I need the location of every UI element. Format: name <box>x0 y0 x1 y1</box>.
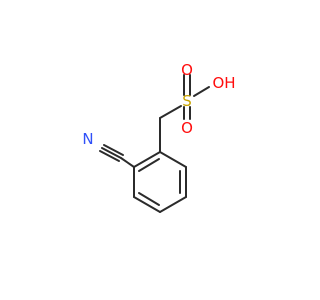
ring-bond-1 <box>159 151 187 168</box>
ring-bond-3 <box>159 196 187 213</box>
ring-cn-bond <box>120 157 135 168</box>
cn-triple-2 <box>99 150 120 162</box>
ch2-sulfur-bond <box>159 105 182 119</box>
ring-bond-6 <box>133 151 161 168</box>
molecule-structure: N S O O OH <box>82 61 236 213</box>
hydroxyl-label: OH <box>212 74 235 92</box>
cn-triple-1 <box>101 147 122 159</box>
structure-canvas: N S O O OH <box>82 61 236 213</box>
cn-triple-3 <box>103 144 124 156</box>
ring-bond-4-inner <box>138 192 160 206</box>
ring-bond-4 <box>133 196 161 213</box>
s-oh-bond <box>193 86 210 97</box>
sulfur-label: S <box>182 92 192 110</box>
oxygen-top-label: O <box>181 61 193 79</box>
ring-bond-6-inner <box>138 158 160 172</box>
nitrogen-label: N <box>82 130 93 148</box>
oxygen-bottom-label: O <box>181 119 193 137</box>
